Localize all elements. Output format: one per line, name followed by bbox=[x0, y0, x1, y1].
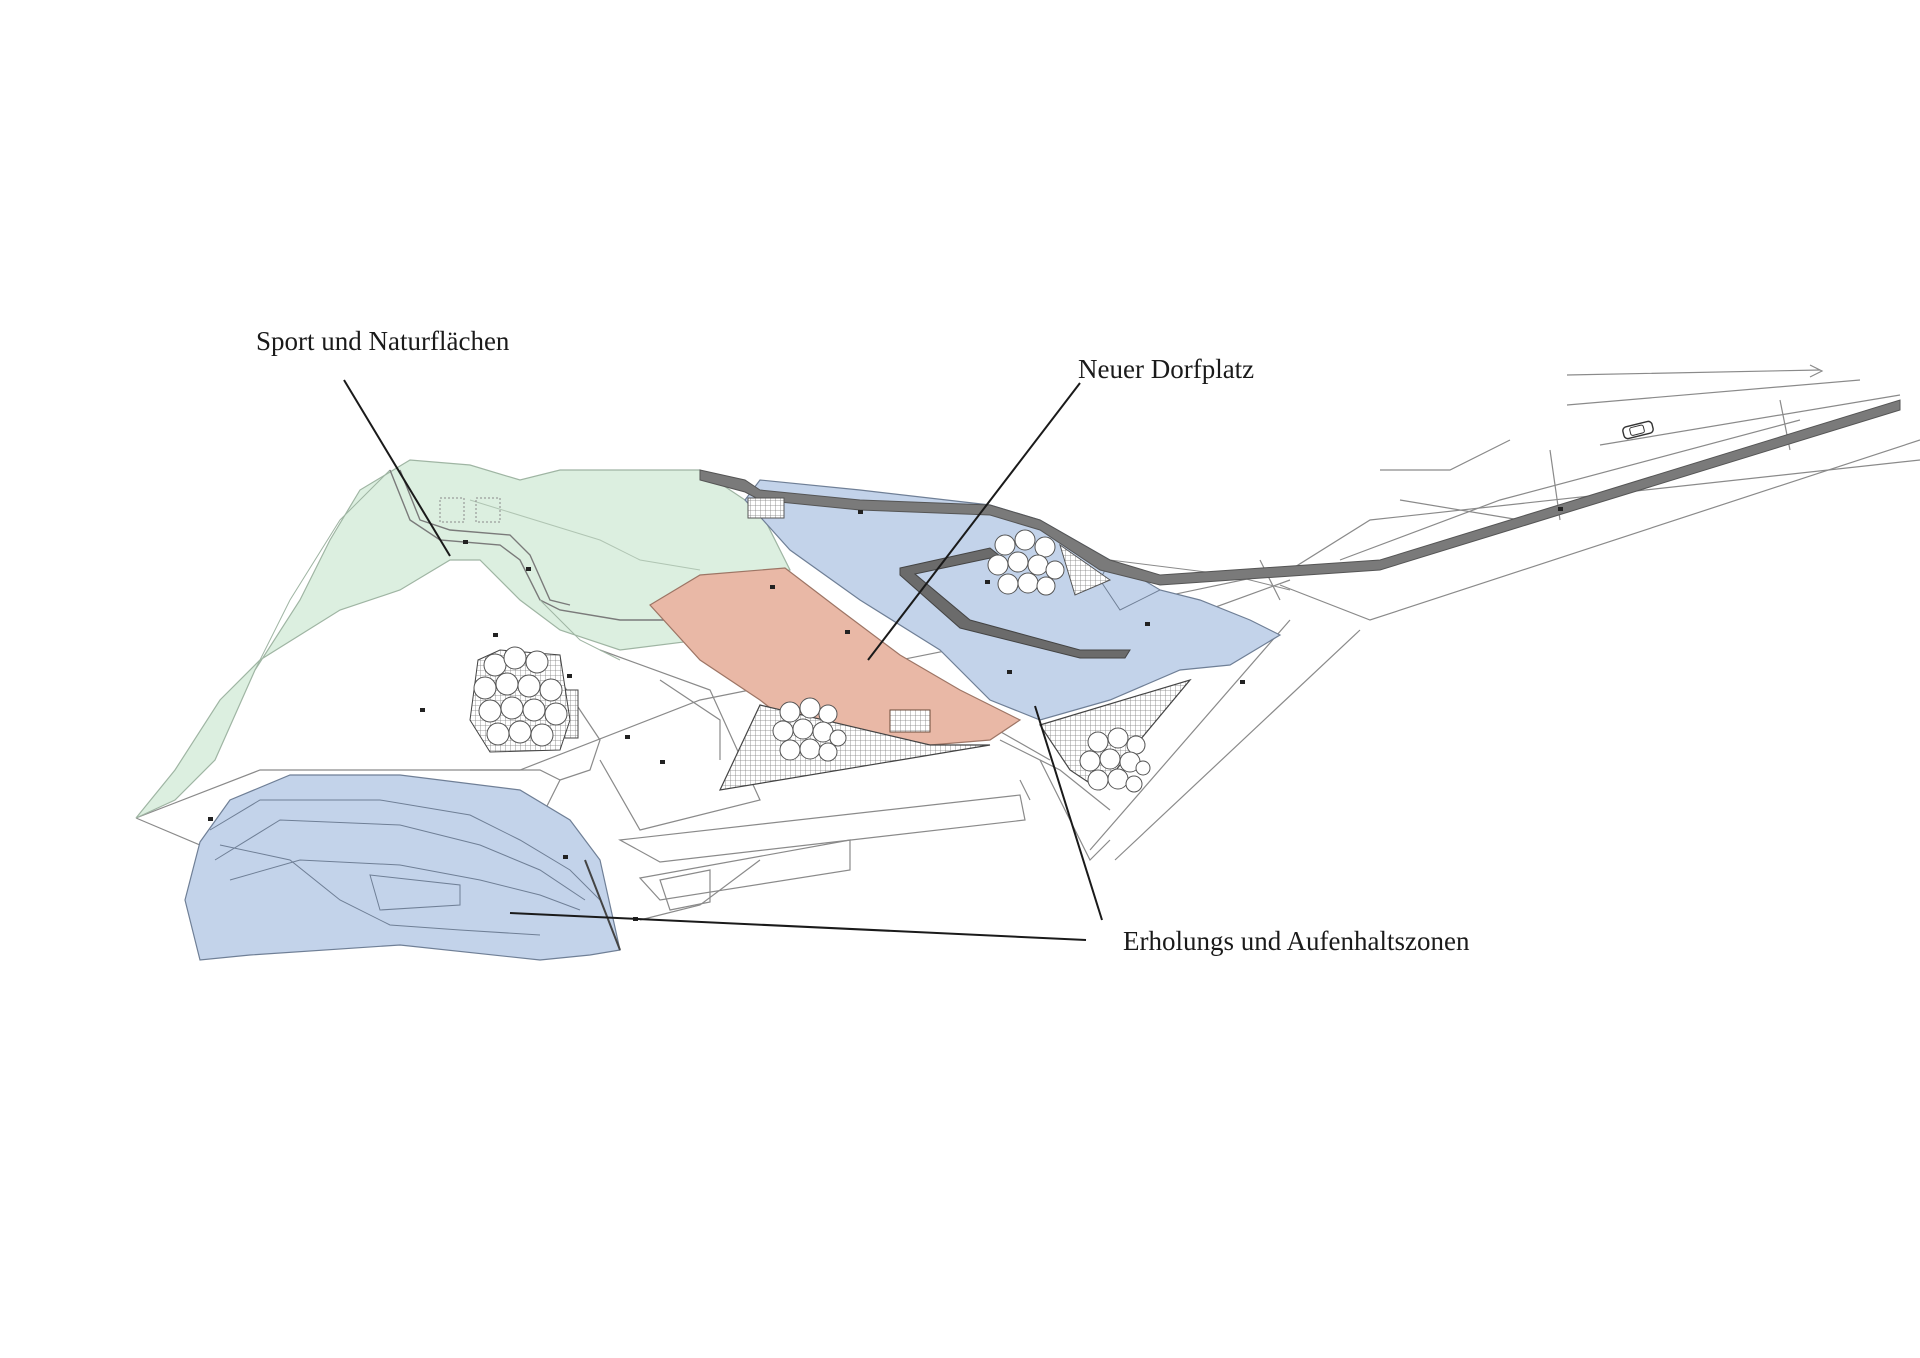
zone-erholung-west bbox=[184, 774, 621, 961]
leader-dorfplatz bbox=[867, 382, 1081, 661]
label-erholungszonen: Erholungs und Aufenhaltszonen bbox=[1123, 926, 1470, 956]
leader-sport bbox=[343, 379, 451, 557]
zone-sport-natur bbox=[135, 459, 791, 819]
car-icon bbox=[1622, 420, 1654, 440]
label-sport-naturflaechen: Sport und Naturflächen bbox=[256, 326, 510, 356]
leader-erholung-west bbox=[509, 912, 1087, 941]
tree-cluster-east bbox=[1079, 727, 1151, 793]
site-outline bbox=[135, 364, 1920, 921]
tree-cluster-dorfplatz bbox=[987, 529, 1065, 596]
tree-cluster-west bbox=[469, 646, 571, 753]
tree-cluster-south bbox=[772, 697, 847, 762]
walls bbox=[699, 399, 1901, 659]
leader-erholung-zentral bbox=[1034, 705, 1103, 921]
label-neuer-dorfplatz: Neuer Dorfplatz bbox=[1078, 354, 1255, 384]
leader-lines bbox=[343, 379, 1103, 941]
